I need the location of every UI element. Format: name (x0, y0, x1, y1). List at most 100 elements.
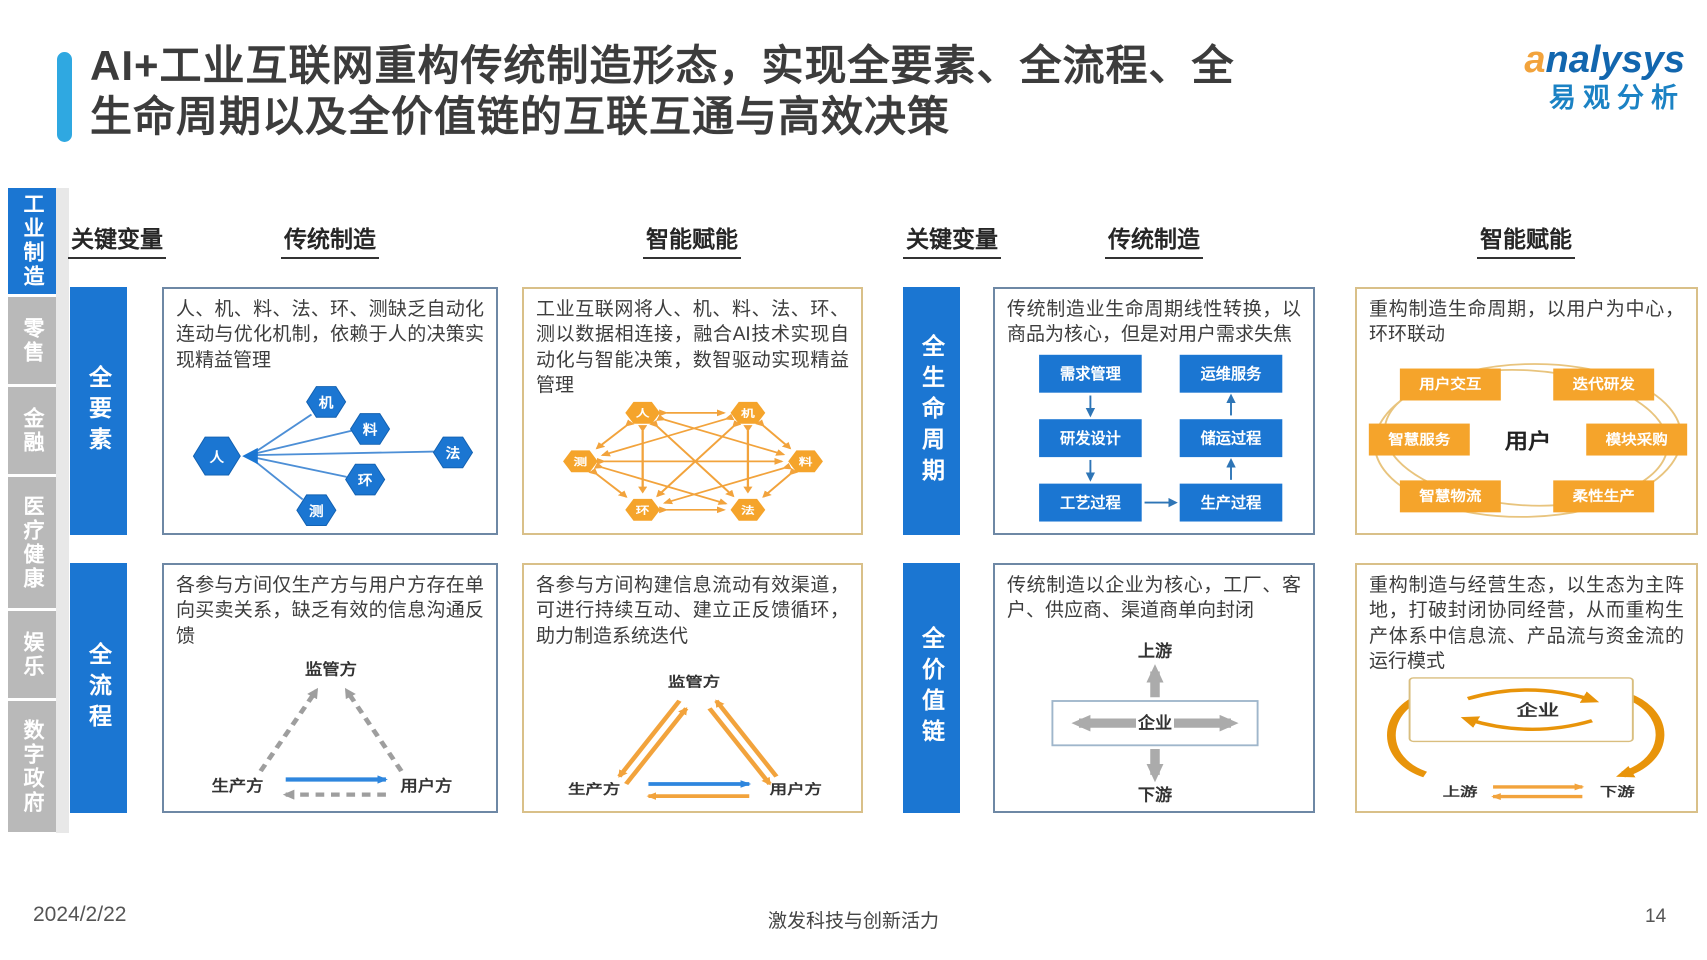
flow-storage-transport: 储运过程 (1201, 430, 1262, 448)
valuechain-traditional-text: 传统制造以企业为核心，工厂、客户、供应商、渠道商单向封闭 (1007, 575, 1301, 622)
hub-spoke-diagram: 人 机 料 法 环 测 (192, 386, 474, 527)
element-hexagons: 人 机 料 法 环 测 (192, 386, 474, 527)
row-bar-all-process: 全流程 (70, 563, 127, 813)
factors-traditional-text: 人、机、料、法、环、测缺乏自动化连动与优化机制，依赖于人的决策实现精益管理 (176, 299, 484, 371)
title-line-2: 生命周期以及全价值链的互联互通与高效决策 (90, 93, 951, 141)
user-centric-orbit-diagram: 用户交互 迭代研发 智慧服务 模块采购 智慧物流 柔性生产 用户 (1368, 363, 1688, 518)
user-label: 用户方 (400, 777, 452, 795)
hex-machine: 机 (319, 395, 335, 410)
col-head-traditional-left: 传统制造 (281, 220, 379, 259)
orbit-smart-logistics: 智慧物流 (1419, 488, 1481, 505)
ecosystem-cycle-diagram: 企业 上游 下游 (1387, 677, 1665, 801)
col-head-smart-right: 智能赋能 (1477, 220, 1575, 259)
sidebar-item-industrial-manufacturing[interactable]: 工业制造 (8, 188, 56, 294)
col-head-key-variable-right: 关键变量 (903, 220, 1001, 259)
regulator-label: 监管方 (668, 673, 720, 690)
orbit-module-procurement: 模块采购 (1606, 431, 1668, 448)
double-orange-arrows (617, 699, 779, 800)
inner-cycle-arrows (1460, 688, 1600, 732)
sidebar-track (56, 188, 69, 833)
downstream-label: 下游 (1600, 785, 1635, 800)
row-bar-all-factors: 全要素 (70, 287, 127, 535)
mesh-hexagons: 人 机 测 料 环 法 (563, 401, 823, 521)
flow-demand-management: 需求管理 (1060, 365, 1121, 383)
hex-person: 人 (636, 407, 651, 420)
process-smart-text: 各参与方间构建信息流动有效渠道，可进行持续互动、建立正反馈循环，助力制造系统迭代 (536, 575, 849, 647)
sidebar-item-entertainment[interactable]: 娱乐 (8, 611, 56, 698)
triangle-diagram-traditional: 监管方 生产方 用户方 (212, 661, 452, 800)
cell-lifecycle-traditional: 传统制造业生命周期线性转换，以商品为核心，但是对用户需求失焦 需求管理 研发设计… (993, 287, 1315, 535)
user-label: 用户方 (770, 781, 822, 798)
hex-measure: 测 (574, 455, 588, 468)
producer-label: 生产方 (568, 781, 620, 798)
mesh-arrows (588, 409, 799, 514)
triangle-diagram-smart: 监管方 生产方 用户方 (568, 673, 822, 800)
cell-process-smart: 各参与方间构建信息流动有效渠道，可进行持续互动、建立正反馈循环，助力制造系统迭代… (522, 563, 863, 813)
footer-slogan: 激发科技与创新活力 (767, 911, 940, 932)
flow-rd-design: 研发设计 (1060, 430, 1121, 448)
downstream-label: 下游 (1138, 785, 1172, 805)
orbit-boxes: 用户交互 迭代研发 智慧服务 模块采购 智慧物流 柔性生产 (1368, 368, 1688, 513)
sidebar-item-digital-government[interactable]: 数字政府 (8, 701, 56, 832)
hex-material: 料 (363, 422, 378, 437)
hex-measure: 测 (309, 503, 324, 518)
title-accent-bar (57, 52, 72, 142)
dashed-arrows (258, 687, 404, 800)
cell-factors-traditional: 人、机、料、法、环、测缺乏自动化连动与优化机制，依赖于人的决策实现精益管理 人 … (162, 287, 498, 535)
cell-process-traditional: 各参与方间仅生产方与用户方存在单向买卖关系，缺乏有效的信息沟通反馈 监管方 生产… (162, 563, 498, 813)
flow-boxes: 需求管理 研发设计 工艺过程 运维服务 储运过程 生产过程 (1039, 354, 1283, 522)
hex-person: 人 (210, 449, 226, 464)
col-head-smart-left: 智能赋能 (643, 220, 741, 259)
right-crescent-arrow (1616, 693, 1665, 778)
cell-valuechain-traditional: 传统制造以企业为核心，工厂、客户、供应商、渠道商单向封闭 企业 上游 下游 (993, 563, 1315, 813)
cell-factors-smart: 工业互联网将人、机、料、法、环、测以数据相连接，融合AI技术实现自动化与智能决策… (522, 287, 863, 535)
sidebar-item-retail[interactable]: 零售 (8, 297, 56, 384)
spoke-lines (251, 413, 435, 501)
orbit-smart-service: 智慧服务 (1388, 431, 1450, 448)
enterprise-label: 企业 (1137, 713, 1172, 733)
orbit-center-user: 用户 (1505, 428, 1552, 453)
gray-cross-arrows (1071, 664, 1239, 783)
title-line-1: AI+工业互联网重构传统制造形态，实现全要素、全流程、全 (90, 42, 1235, 89)
sidebar-item-healthcare[interactable]: 医疗健康 (8, 477, 56, 608)
enterprise-cross-diagram: 企业 上游 下游 (1051, 641, 1259, 805)
hex-material: 料 (799, 455, 813, 468)
logo-brand-text: nalysys (1545, 39, 1685, 81)
orbit-flexible-production: 柔性生产 (1573, 488, 1635, 505)
logo-brand: analysys (1470, 39, 1685, 82)
sidebar-item-finance[interactable]: 金融 (8, 387, 56, 474)
logo-a-swirl-icon: a (1524, 39, 1546, 81)
hex-method: 法 (446, 446, 461, 461)
regulator-label: 监管方 (305, 661, 357, 679)
col-head-key-variable-left: 关键变量 (68, 220, 166, 259)
col-head-traditional-right: 传统制造 (1105, 220, 1203, 259)
process-traditional-text: 各参与方间仅生产方与用户方存在单向买卖关系，缺乏有效的信息沟通反馈 (176, 575, 484, 647)
flow-operation-service: 运维服务 (1201, 365, 1263, 383)
producer-label: 生产方 (212, 777, 264, 795)
hex-environment: 环 (636, 505, 650, 517)
logo-chinese-name: 易观分析 (1549, 82, 1685, 113)
valuechain-smart-text: 重构制造与经营生态，以生态为主阵地，打破封闭协同经营，从而重构生产体系中信息流、… (1369, 575, 1684, 672)
flow-craft-process: 工艺过程 (1060, 494, 1121, 512)
lifecycle-smart-text: 重构制造生命周期，以用户为中心，环环联动 (1369, 299, 1684, 346)
row-bar-full-lifecycle: 全生命周期 (903, 287, 960, 535)
lifecycle-traditional-text: 传统制造业生命周期线性转换，以商品为核心，但是对用户需求失焦 (1007, 299, 1301, 346)
cell-lifecycle-smart: 重构制造生命周期，以用户为中心，环环联动 用户交互 迭代研发 智慧服务 模块采购… (1355, 287, 1698, 535)
upstream-downstream-arrows (1491, 783, 1585, 801)
hex-environment: 环 (358, 473, 373, 488)
hex-machine: 机 (741, 407, 756, 420)
cell-valuechain-smart: 重构制造与经营生态，以生态为主阵地，打破封闭协同经营，从而重构生产体系中信息流、… (1355, 563, 1698, 813)
flow-arrows (1085, 393, 1236, 508)
page-title: AI+工业互联网重构传统制造形态，实现全要素、全流程、全 生命周期以及全价值链的… (90, 40, 1460, 142)
hub-arrowhead (242, 447, 258, 465)
orbit-user-interaction: 用户交互 (1419, 376, 1481, 393)
upstream-label: 上游 (1138, 641, 1172, 661)
factors-smart-text: 工业互联网将人、机、料、法、环、测以数据相连接，融合AI技术实现自动化与智能决策… (536, 299, 849, 396)
footer-page-number: 14 (1645, 906, 1667, 927)
mesh-network-diagram: 人 机 测 料 环 法 (563, 401, 823, 521)
upstream-label: 上游 (1443, 785, 1478, 800)
row-bar-full-value-chain: 全价值链 (903, 563, 960, 813)
footer-date: 2024/2/22 (33, 903, 127, 926)
lifecycle-flow-diagram: 需求管理 研发设计 工艺过程 运维服务 储运过程 生产过程 (1039, 354, 1283, 522)
